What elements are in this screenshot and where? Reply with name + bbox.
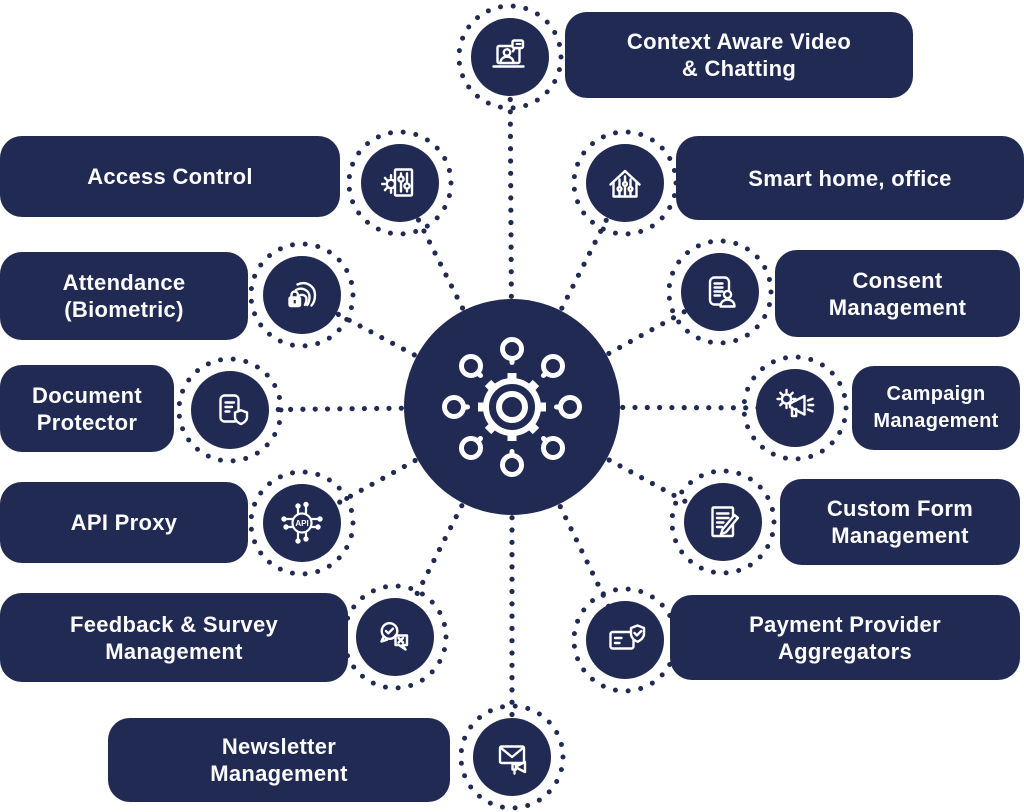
payment-shield-icon <box>571 586 679 694</box>
node-smart-home-office <box>567 125 683 241</box>
pill-consent-management: Consent Management <box>775 250 1020 337</box>
pill-newsletter-management: Newsletter Management <box>108 718 450 802</box>
pill-label: Payment Provider <box>749 611 941 637</box>
smart-home-icon <box>571 129 679 237</box>
pill-label: Feedback & Survey <box>69 611 279 637</box>
central-hub <box>394 289 630 525</box>
pill-custom-form-management: Custom Form Management <box>780 479 1020 565</box>
connector-ray <box>509 289 723 410</box>
pill-campaign-management: Campaign Management <box>852 366 1020 450</box>
connector-ray <box>397 180 515 410</box>
pill-label: Management <box>828 294 967 320</box>
node-custom-form-management <box>665 464 781 580</box>
pill-label: Aggregators <box>777 638 913 664</box>
node-payment-provider-aggregators <box>567 582 683 698</box>
pill-document-protector: Document Protector <box>0 365 174 452</box>
pill-feedback-survey-management: Feedback & Survey Management <box>0 593 348 682</box>
api-chip-icon: API <box>248 469 356 577</box>
pill-label: Management <box>873 410 999 432</box>
node-api-proxy: API <box>244 465 360 581</box>
pill-attendance-biometric: Attendance (Biometric) <box>0 252 248 340</box>
pill-label: Management <box>105 638 243 664</box>
newsletter-mail-icon <box>458 703 566 811</box>
fingerprint-lock-icon <box>248 241 356 349</box>
svg-text:API: API <box>295 519 308 528</box>
pill-label: Management <box>831 523 969 548</box>
pill-label: Campaign <box>886 383 986 405</box>
node-newsletter-management <box>454 699 570 812</box>
pill-label: Custom Form <box>826 496 974 521</box>
video-chat-icon <box>456 3 564 111</box>
pill-label: Document <box>32 382 142 408</box>
connector-ray <box>299 292 515 410</box>
pill-label: (Biometric) <box>64 297 184 322</box>
pill-label: Context Aware Video <box>626 29 852 54</box>
node-feedback-survey-management <box>337 579 453 695</box>
node-campaign-management <box>737 350 853 466</box>
node-document-protector <box>172 352 288 468</box>
gear-network-icon <box>404 299 620 515</box>
settings-sliders-icon <box>346 129 454 237</box>
pill-label: Newsletter <box>221 734 337 759</box>
node-consent-management <box>662 234 778 350</box>
pill-label: Protector <box>36 409 138 435</box>
feedback-chat-icon <box>341 583 449 691</box>
document-shield-icon <box>176 356 284 464</box>
pill-access-control: Access Control <box>0 136 340 217</box>
pill-context-aware-video-chatting: Context Aware Video & Chatting <box>565 12 913 98</box>
pill-payment-provider-aggregators: Payment Provider Aggregators <box>670 595 1020 680</box>
node-access-control <box>342 125 458 241</box>
pill-label: Access Control <box>87 164 253 189</box>
form-edit-icon <box>669 468 777 576</box>
node-attendance-biometric <box>244 237 360 353</box>
campaign-megaphone-icon <box>741 354 849 462</box>
pill-label: Attendance <box>62 270 186 295</box>
connector-ray <box>509 180 628 410</box>
pill-api-proxy: API Proxy <box>0 482 248 563</box>
pill-label: & Chatting <box>681 56 797 81</box>
pill-smart-home-office: Smart home, office <box>676 136 1024 220</box>
pill-label: Smart home, office <box>748 165 952 191</box>
pill-label: Consent <box>852 267 943 293</box>
consent-document-icon <box>666 238 774 346</box>
node-context-aware-video-chatting <box>452 0 568 115</box>
pill-label: Management <box>210 761 348 786</box>
pill-label: API Proxy <box>70 510 178 535</box>
